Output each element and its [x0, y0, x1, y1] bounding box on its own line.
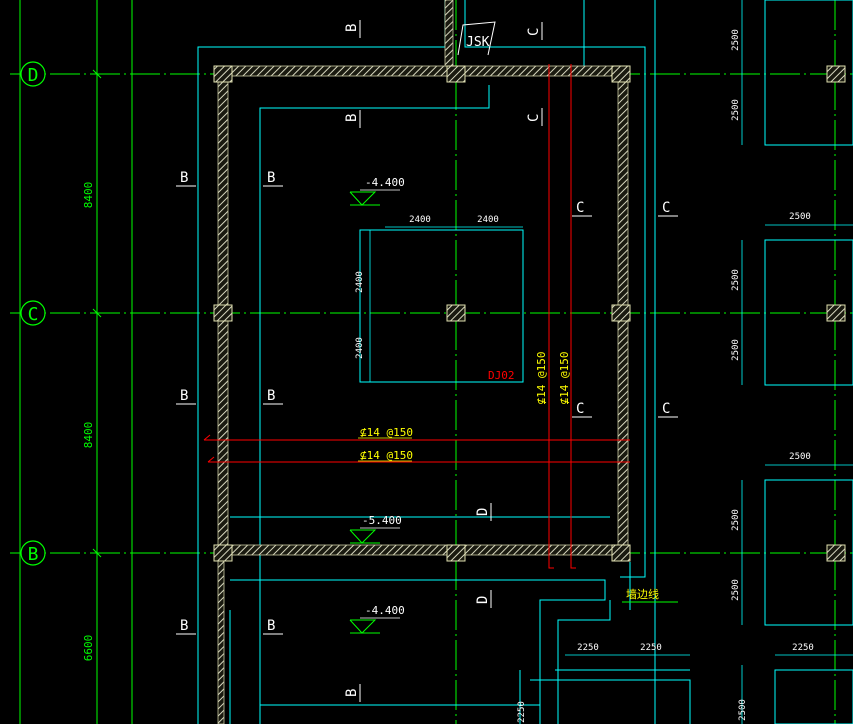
dimension-texts: 2400 2400 2400 2400 2500 2500 2500 2500 … [355, 29, 814, 723]
rebar-h2: ⊈14 @150 [360, 449, 413, 462]
sec-b-6: B [267, 618, 275, 634]
dim-r2b: 2500 [731, 339, 741, 361]
elevation-pit: -5.400 [362, 514, 402, 527]
elevation-top: -4.400 [365, 176, 405, 189]
axis-grid [10, 0, 853, 724]
axis-bubble-b: B [20, 540, 46, 566]
section-marks: B B B B B B C C C C B B B C C D D [180, 24, 670, 697]
sec-b-3: B [180, 388, 188, 404]
dim-r1a: 2500 [731, 29, 741, 51]
sec-d-v1: D [475, 508, 491, 516]
sec-b-2: B [267, 170, 275, 186]
sec-b-5: B [180, 618, 188, 634]
edge-line-label: 墙边线 [626, 587, 659, 601]
dj02-label: DJ02 [488, 369, 515, 382]
edge-line-tag: 墙边线 [622, 587, 678, 603]
rebar-h1: ⊈14 @150 [360, 426, 413, 439]
rebar-v2: ⊈14 @150 [558, 352, 571, 405]
sec-b-4: B [267, 388, 275, 404]
dim-r3b: 2500 [731, 579, 741, 601]
elevation-marker-lower: -4.400 [349, 604, 405, 634]
outline-lines [197, 0, 853, 724]
span-dimensions: 8400 8400 6600 [82, 182, 95, 662]
sec-b-1: B [180, 170, 188, 186]
section-mark-lines [176, 20, 678, 702]
elevation-marker-pit: -5.400 [349, 514, 402, 544]
sec-b-v2: B [344, 114, 360, 122]
sec-c-v2: C [526, 114, 542, 122]
axis-label-c: C [28, 304, 39, 325]
span-dc: 8400 [82, 182, 95, 209]
sec-b-v1: B [344, 24, 360, 32]
sec-c-2: C [662, 200, 670, 216]
dim-r3a: 2500 [731, 509, 741, 531]
jsk-tag: JSK [457, 21, 496, 56]
span-cb: 8400 [82, 422, 95, 449]
dim-2250-b: 2250 [640, 643, 662, 653]
jsk-label: JSK [466, 35, 490, 50]
dim-r4a: 2500 [738, 699, 748, 721]
rebar-underlines [358, 437, 412, 462]
dim-left-lower: 2400 [355, 337, 365, 359]
dim-r1b: 2500 [731, 99, 741, 121]
rebar-v1: ⊈14 @150 [535, 352, 548, 405]
sec-c-3: C [576, 401, 584, 417]
span-b-below: 6600 [82, 635, 95, 662]
dim-left-upper: 2400 [355, 271, 365, 293]
sec-c-4: C [662, 401, 670, 417]
dim-h2500-1: 2500 [789, 212, 811, 222]
elevation-lower: -4.400 [365, 604, 405, 617]
dimension-lines [369, 0, 853, 724]
sec-c-v1: C [526, 28, 542, 36]
columns [213, 65, 846, 562]
axis-bubble-d: D [20, 61, 46, 87]
dim-h2500-2: 2500 [789, 452, 811, 462]
dim-2250-c: 2250 [792, 643, 814, 653]
dim-r2a: 2500 [731, 269, 741, 291]
dim-2250-v: 2250 [517, 701, 527, 723]
rebar-lines [203, 64, 630, 569]
span-ticks [92, 69, 102, 558]
sec-b-v3: B [344, 689, 360, 697]
dim-top-left: 2400 [409, 215, 431, 225]
rebar-texts: ⊈14 @150 ⊈14 @150 ⊈14 @150 ⊈14 @150 [360, 352, 571, 462]
axis-bubble-c: C [20, 300, 46, 326]
axis-label-d: D [28, 65, 39, 86]
axis-label-b: B [28, 544, 39, 565]
dim-top-right: 2400 [477, 215, 499, 225]
sec-d-v2: D [475, 596, 491, 604]
elevation-marker-top: -4.400 [349, 176, 405, 206]
dim-2250-a: 2250 [577, 643, 599, 653]
sec-c-1: C [576, 200, 584, 216]
